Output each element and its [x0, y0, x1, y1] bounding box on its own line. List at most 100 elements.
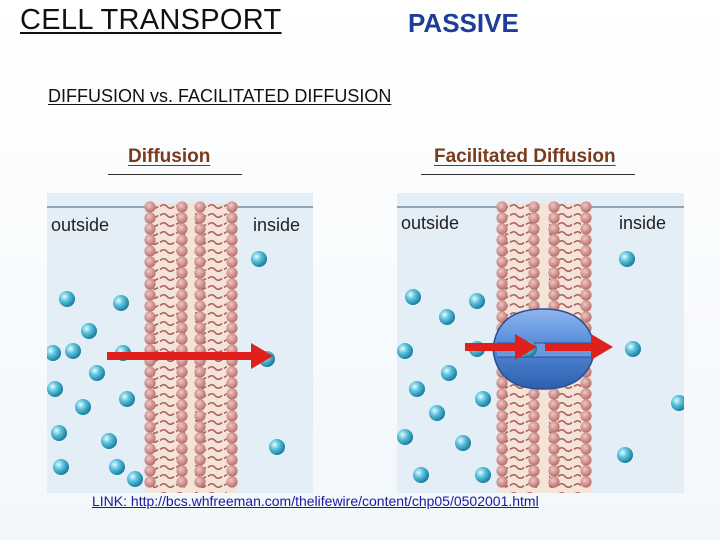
- phospholipid-head: [194, 388, 206, 400]
- phospholipid-head: [548, 421, 560, 433]
- phospholipid-head: [176, 267, 188, 279]
- phospholipid-head: [194, 333, 206, 345]
- phospholipid-head: [580, 443, 592, 455]
- phospholipid-head: [194, 399, 206, 411]
- reference-link[interactable]: LINK: http://bcs.whfreeman.com/thelifewi…: [92, 493, 539, 509]
- phospholipid-head: [144, 366, 156, 378]
- phospholipid-head: [226, 256, 238, 268]
- phospholipid-head: [580, 278, 592, 290]
- phospholipid-head: [144, 278, 156, 290]
- phospholipid-head: [496, 432, 508, 444]
- phospholipid-head: [176, 212, 188, 224]
- phospholipid-head: [496, 311, 508, 323]
- phospholipid-head: [176, 377, 188, 389]
- comparison-subtitle: DIFFUSION vs. FACILITATED DIFFUSION: [48, 86, 392, 106]
- phospholipid-head: [194, 311, 206, 323]
- phospholipid-head: [528, 454, 540, 466]
- phospholipid-head: [528, 278, 540, 290]
- phospholipid-head: [144, 465, 156, 477]
- phospholipid-head: [548, 256, 560, 268]
- phospholipid-head: [144, 311, 156, 323]
- phospholipid-head: [496, 289, 508, 301]
- phospholipid-head: [496, 465, 508, 477]
- phospholipid-head: [176, 278, 188, 290]
- phospholipid-head: [144, 245, 156, 257]
- phospholipid-head: [144, 289, 156, 301]
- phospholipid-head: [144, 476, 156, 488]
- phospholipid-head: [580, 399, 592, 411]
- phospholipid-head: [144, 421, 156, 433]
- solute-molecules: [47, 251, 285, 487]
- phospholipid-head: [144, 410, 156, 422]
- phospholipid-head: [496, 245, 508, 257]
- phospholipid-head: [496, 388, 508, 400]
- diffusion-heading: Diffusion: [128, 146, 211, 167]
- phospholipid-head: [144, 201, 156, 213]
- phospholipid-head: [226, 377, 238, 389]
- phospholipid-head: [144, 256, 156, 268]
- phospholipid-head: [548, 399, 560, 411]
- diffusion-arrow: [107, 343, 273, 369]
- phospholipid-head: [176, 234, 188, 246]
- phospholipid-head: [144, 333, 156, 345]
- phospholipid-head: [580, 267, 592, 279]
- phospholipid-head: [496, 267, 508, 279]
- phospholipid-head: [496, 234, 508, 246]
- phospholipid-head: [528, 289, 540, 301]
- phospholipid-head: [226, 223, 238, 235]
- phospholipid-head: [176, 476, 188, 488]
- phospholipid-head: [144, 399, 156, 411]
- inside-label: inside: [253, 215, 300, 235]
- phospholipid-head: [194, 289, 206, 301]
- phospholipid-head: [548, 432, 560, 444]
- phospholipid-head: [226, 234, 238, 246]
- phospholipid-head: [496, 300, 508, 312]
- phospholipid-head: [176, 399, 188, 411]
- phospholipid-head: [580, 289, 592, 301]
- phospholipid-head: [528, 465, 540, 477]
- phospholipid-head: [548, 410, 560, 422]
- phospholipid-head: [226, 245, 238, 257]
- phospholipid-head: [528, 201, 540, 213]
- phospholipid-head: [548, 465, 560, 477]
- phospholipid-head: [496, 278, 508, 290]
- phospholipid-head: [176, 322, 188, 334]
- phospholipid-head: [194, 465, 206, 477]
- phospholipid-head: [194, 454, 206, 466]
- phospholipid-head: [194, 245, 206, 257]
- phospholipid-head: [580, 212, 592, 224]
- phospholipid-head: [194, 432, 206, 444]
- phospholipid-head: [176, 300, 188, 312]
- phospholipid-head: [194, 421, 206, 433]
- diffusion-heading-rule: [108, 174, 242, 175]
- lipid-bilayer: [144, 201, 238, 493]
- phospholipid-head: [528, 234, 540, 246]
- category-label: PASSIVE: [408, 8, 519, 38]
- phospholipid-head: [528, 443, 540, 455]
- phospholipid-head: [548, 388, 560, 400]
- phospholipid-head: [144, 212, 156, 224]
- phospholipid-head: [528, 267, 540, 279]
- phospholipid-head: [176, 201, 188, 213]
- phospholipid-head: [176, 366, 188, 378]
- phospholipid-head: [496, 443, 508, 455]
- phospholipid-head: [496, 454, 508, 466]
- phospholipid-head: [528, 410, 540, 422]
- phospholipid-head: [194, 377, 206, 389]
- phospholipid-head: [194, 234, 206, 246]
- phospholipid-head: [548, 289, 560, 301]
- phospholipid-head: [496, 410, 508, 422]
- phospholipid-head: [226, 333, 238, 345]
- phospholipid-head: [144, 322, 156, 334]
- phospholipid-head: [144, 300, 156, 312]
- phospholipid-head: [194, 223, 206, 235]
- phospholipid-head: [580, 311, 592, 323]
- phospholipid-head: [144, 223, 156, 235]
- facilitated-diffusion-diagram: outside inside: [397, 193, 684, 493]
- phospholipid-head: [548, 245, 560, 257]
- phospholipid-head: [528, 399, 540, 411]
- phospholipid-head: [580, 223, 592, 235]
- phospholipid-head: [580, 300, 592, 312]
- phospholipid-head: [194, 476, 206, 488]
- phospholipid-head: [528, 212, 540, 224]
